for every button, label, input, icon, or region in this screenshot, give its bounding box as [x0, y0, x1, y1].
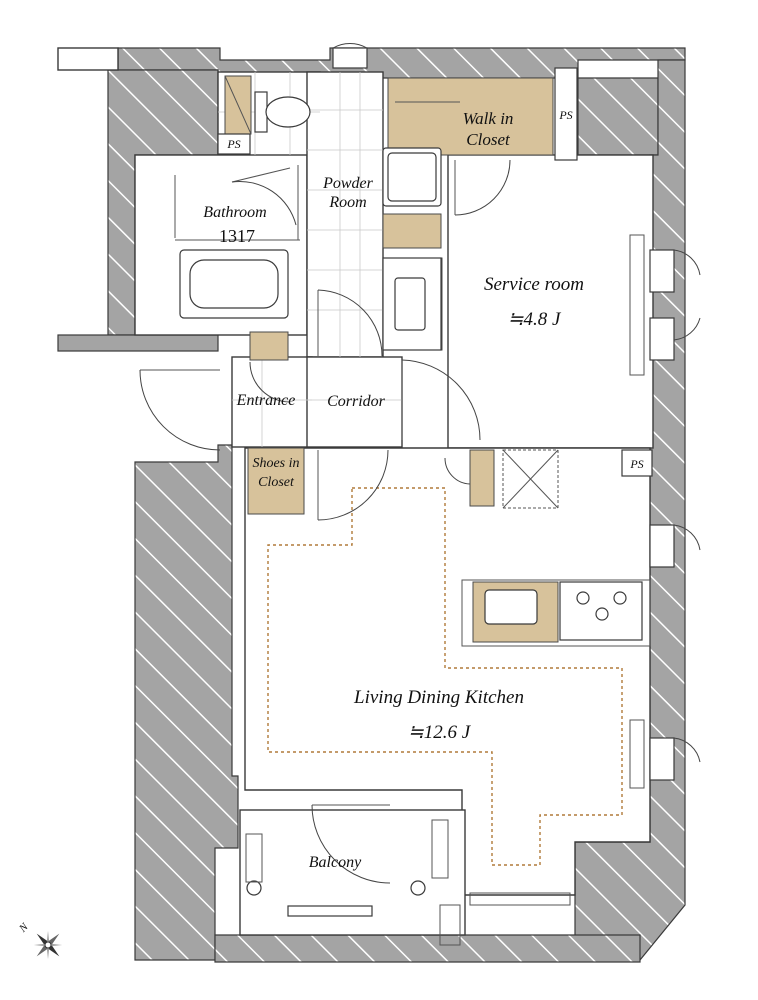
floor-service-room [447, 154, 654, 449]
walk-in-closet-label-1: Walk in [463, 109, 514, 128]
walk-in-closet-fill [387, 77, 554, 156]
balcony-drain [287, 905, 373, 917]
kitchen-sink [484, 589, 538, 625]
front-door-swing [139, 369, 221, 451]
entrance-label: Entrance [236, 392, 296, 409]
fridge-space [502, 449, 559, 509]
compass-rose-icon [33, 930, 63, 960]
ps-label-1: PS [226, 137, 240, 151]
balcony-ac-right [410, 880, 426, 896]
room-labels: Walk in Closet Powder Room Bathroom 1317… [203, 109, 584, 871]
ldk-label: Living Dining Kitchen [353, 687, 524, 708]
service-room-label: Service room [484, 274, 584, 295]
floor-powder-room [306, 71, 384, 358]
powder-room-label-1: Powder [322, 175, 374, 192]
wall-bottom [214, 934, 641, 963]
compass-north-label: N [16, 921, 31, 936]
balcony-ac-left [246, 880, 262, 896]
bathroom-label: Bathroom [203, 204, 266, 221]
corridor-label: Corridor [327, 393, 386, 410]
kitchen-shelf [469, 449, 495, 507]
service-room-area: ≒4.8 J [508, 309, 562, 330]
toilet-tank [254, 91, 268, 133]
ldk-area: ≒12.6 J [408, 722, 472, 743]
wall-stub-left [57, 334, 219, 352]
pipe-spaces: PS PS PS [217, 67, 653, 477]
powder-room-label-2: Room [328, 194, 366, 211]
wall-left-lower [134, 444, 239, 961]
ldk-boundary-dotted [267, 487, 623, 866]
ps-label-3: PS [629, 457, 643, 471]
shoes-closet-fill [247, 447, 305, 515]
floor-corridor [306, 356, 403, 448]
powder-shelf [382, 213, 442, 249]
toilet-bowl [265, 96, 311, 128]
balcony-label: Balcony [309, 854, 362, 871]
wall-outline-left [57, 47, 119, 71]
fixtures [174, 91, 651, 917]
entrance-shelf [249, 331, 289, 361]
doors [139, 42, 701, 946]
ps-label-2: PS [558, 108, 572, 122]
floor-ldk [244, 447, 651, 896]
floor-entrance [231, 356, 313, 448]
shoes-closet-label-1: Shoes in [252, 456, 299, 471]
bathroom-size-code: 1317 [219, 226, 255, 246]
walk-in-closet-label-2: Closet [466, 130, 511, 149]
shoes-closet-label-2: Closet [258, 475, 295, 490]
